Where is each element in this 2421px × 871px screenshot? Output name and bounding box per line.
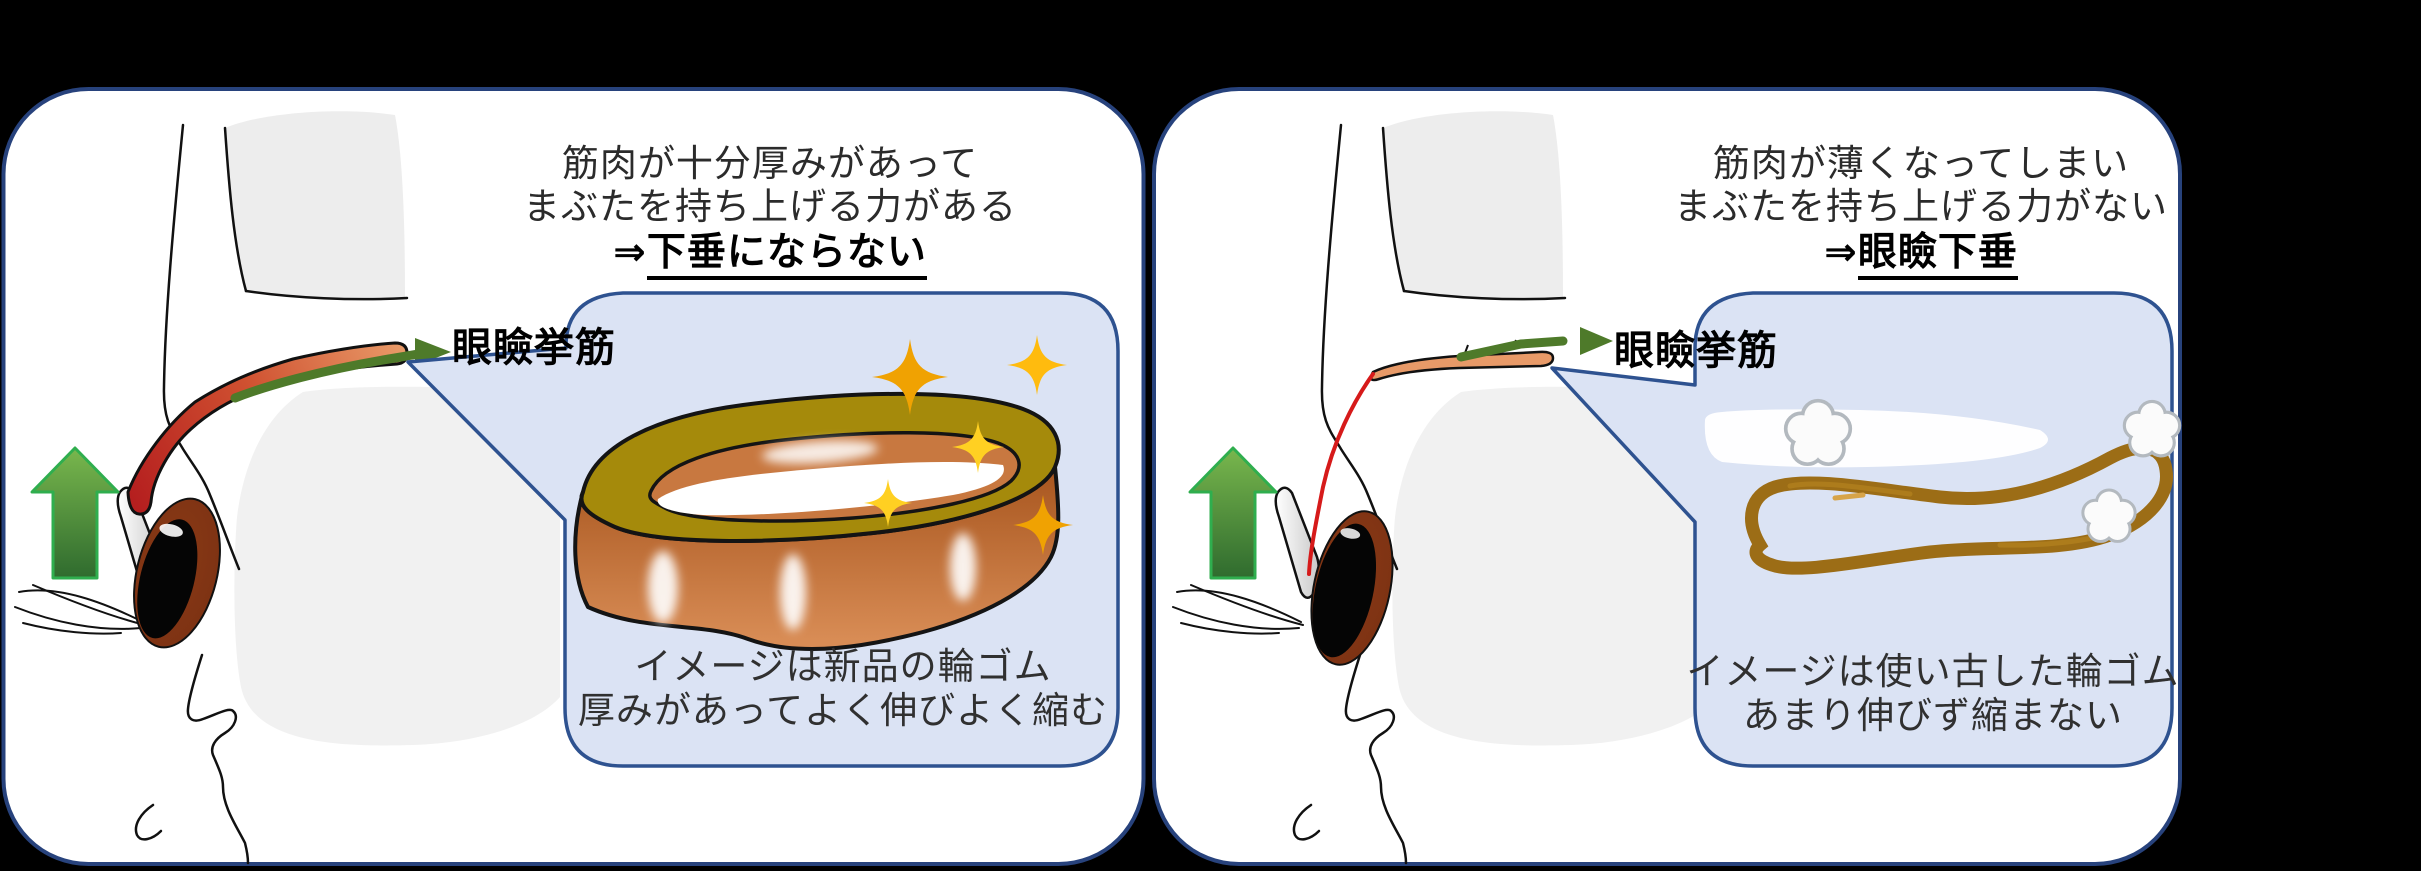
implies-glyph: ⇒: [1824, 231, 1858, 274]
header-ptosis: 筋肉が薄くなってしまい まぶたを持ち上げる力がない ⇒眼瞼下垂: [1626, 142, 2216, 280]
header-line: 筋肉が十分厚みがあって: [561, 143, 979, 184]
caption-line: あまり伸びず縮まない: [1743, 695, 2123, 736]
caption-line: イメージは新品の輪ゴム: [634, 646, 1052, 687]
caption-line: 厚みがあってよく伸びよく縮む: [577, 690, 1109, 731]
caption-new-band: イメージは新品の輪ゴム 厚みがあってよく伸びよく縮む: [570, 645, 1116, 733]
band-hole-highlight: [657, 462, 1004, 516]
panel-healthy: [1, 87, 1146, 866]
conclusion-line: ⇒眼瞼下垂: [1626, 230, 2216, 280]
eye-iris-open: [133, 497, 221, 649]
header-line: まぶたを持ち上げる力がある: [523, 186, 1017, 227]
conclusion-text: 眼瞼下垂: [1857, 231, 2018, 280]
rubber-band-new-illustration: [573, 335, 1073, 652]
conclusion-line: ⇒下垂にならない: [475, 230, 1065, 280]
implies-glyph: ⇒: [613, 231, 647, 274]
header-healthy: 筋肉が十分厚みがあって まぶたを持ち上げる力がある ⇒下垂にならない: [475, 142, 1065, 280]
header-line: まぶたを持ち上げる力がない: [1674, 186, 2168, 227]
caption-old-band: イメージは使い古した輪ゴム あまり伸びず縮まない: [1660, 650, 2206, 738]
muscle-label-left: 眼瞼挙筋: [452, 326, 616, 370]
conclusion-text: 下垂にならない: [646, 231, 927, 280]
panel-ptosis: [1152, 87, 2182, 866]
eye-iris-droopy: [1310, 510, 1394, 666]
header-line: 筋肉が薄くなってしまい: [1712, 143, 2130, 184]
rubber-band-old-illustration: [1704, 403, 2178, 575]
caption-line: イメージは使い古した輪ゴム: [1686, 651, 2180, 692]
muscle-label-right: 眼瞼挙筋: [1614, 329, 1778, 373]
callout-bubble-old: [1550, 291, 2174, 768]
levator-pointer-arrow-icon: [1456, 327, 1613, 362]
